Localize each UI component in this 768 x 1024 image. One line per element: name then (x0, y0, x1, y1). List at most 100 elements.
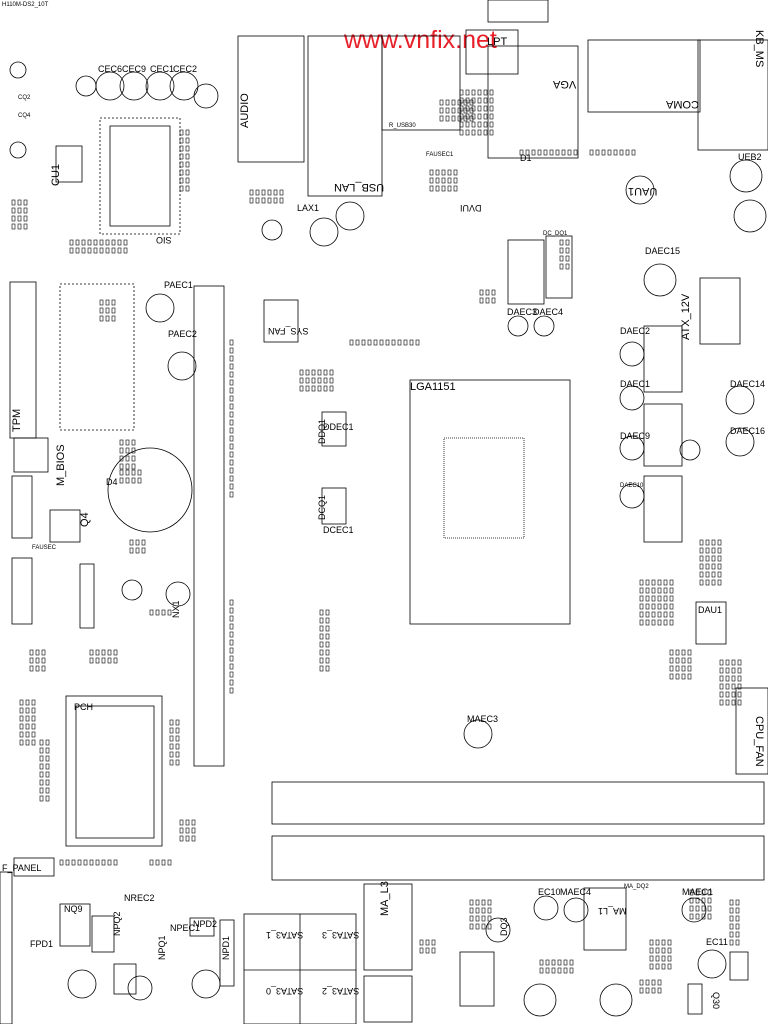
smd-pad (463, 99, 468, 106)
smd-pad (261, 197, 266, 204)
smd-pad (731, 659, 736, 666)
cap-ring (121, 579, 143, 601)
smd-pad (589, 149, 594, 156)
smd-pad (565, 239, 570, 246)
smd-pad (661, 963, 666, 970)
smd-pad (229, 339, 234, 346)
smd-pad (59, 859, 64, 866)
smd-pad (689, 897, 694, 904)
smd-pad (131, 477, 136, 484)
smd-pad (125, 455, 130, 462)
smd-pad (131, 463, 136, 470)
document-id: H110M-DS2_10T (2, 2, 49, 8)
smd-pad (299, 385, 304, 392)
smd-pad (125, 477, 130, 484)
smd-pad (175, 719, 180, 726)
smd-pad (485, 289, 490, 296)
smd-pad (229, 435, 234, 442)
smd-pad (645, 611, 650, 618)
smd-pad (565, 263, 570, 270)
smd-pad (711, 547, 716, 554)
cap-ring (9, 141, 27, 159)
smd-pad (229, 671, 234, 678)
smd-pad (373, 339, 378, 346)
smd-pad (489, 105, 494, 112)
smd-pad (519, 149, 524, 156)
label-sata3-0: SATA3_0 (266, 986, 304, 996)
smd-pad (323, 369, 328, 376)
ec10-capacitor (533, 895, 559, 921)
smd-pad (185, 835, 190, 842)
smd-pad (179, 819, 184, 826)
smd-pad (459, 121, 464, 128)
smd-pad (323, 385, 328, 392)
smd-pad (229, 647, 234, 654)
smd-pad (459, 105, 464, 112)
label-npec1: NPEC1 (170, 923, 201, 933)
smd-pad (525, 149, 530, 156)
smd-pad (663, 603, 668, 610)
smd-pad (475, 923, 480, 930)
smd-pad (669, 595, 674, 602)
smd-pad (613, 149, 618, 156)
smd-pad (707, 889, 712, 896)
smd-pad (229, 607, 234, 614)
smd-pad (107, 859, 112, 866)
npq1-outline (113, 963, 137, 995)
smd-pad (19, 707, 24, 714)
smd-pad (725, 675, 730, 682)
smd-pad (559, 255, 564, 262)
smd-pad (737, 699, 742, 706)
smd-pad (601, 149, 606, 156)
smd-pad (25, 723, 30, 730)
smd-pad (95, 649, 100, 656)
smd-pad (41, 665, 46, 672)
smd-pad (179, 153, 184, 160)
sio-footprint-outline (99, 117, 181, 235)
smd-pad (477, 121, 482, 128)
label-sata3-1: SATA3_1 (266, 930, 304, 940)
label-ma-l3: MA_L3 (379, 881, 391, 916)
smd-pad (45, 755, 50, 762)
label-q30: Q30 (711, 992, 721, 1010)
smd-pad (565, 247, 570, 254)
smd-pad (149, 609, 154, 616)
smd-pad (229, 679, 234, 686)
smd-pad (325, 657, 330, 664)
daec14-capacitor (725, 385, 755, 415)
smd-pad (469, 99, 474, 106)
smd-pad (551, 967, 556, 974)
smd-pad (681, 665, 686, 672)
smd-pad (273, 197, 278, 204)
smd-pad (175, 743, 180, 750)
daec9-capacitor (619, 435, 645, 461)
sio-chip-outline (109, 125, 171, 227)
smd-pad (185, 137, 190, 144)
smd-pad (379, 339, 384, 346)
smd-pad (45, 771, 50, 778)
smd-pad (19, 715, 24, 722)
smd-pad (329, 377, 334, 384)
label-npq2: NPQ2 (112, 911, 122, 936)
smd-pad (735, 899, 740, 906)
smd-pad (323, 377, 328, 384)
cap-ring (75, 75, 97, 97)
smd-pad (35, 665, 40, 672)
smd-pad (19, 731, 24, 738)
smd-pad (311, 385, 316, 392)
smd-pad (705, 539, 710, 546)
smd-pad (651, 619, 656, 626)
smd-pad (119, 463, 124, 470)
header-outline (363, 975, 413, 1023)
smd-pad (563, 959, 568, 966)
cap-ring (599, 983, 633, 1017)
smd-pad (319, 657, 324, 664)
cap-ring (625, 175, 655, 205)
label-coma: COMA (666, 98, 699, 110)
label-dau1: DAU1 (698, 605, 723, 615)
daec15-capacitor (643, 263, 677, 297)
smd-pad (731, 675, 736, 682)
smd-pad (229, 395, 234, 402)
label-cq4: CQ4 (18, 113, 31, 119)
